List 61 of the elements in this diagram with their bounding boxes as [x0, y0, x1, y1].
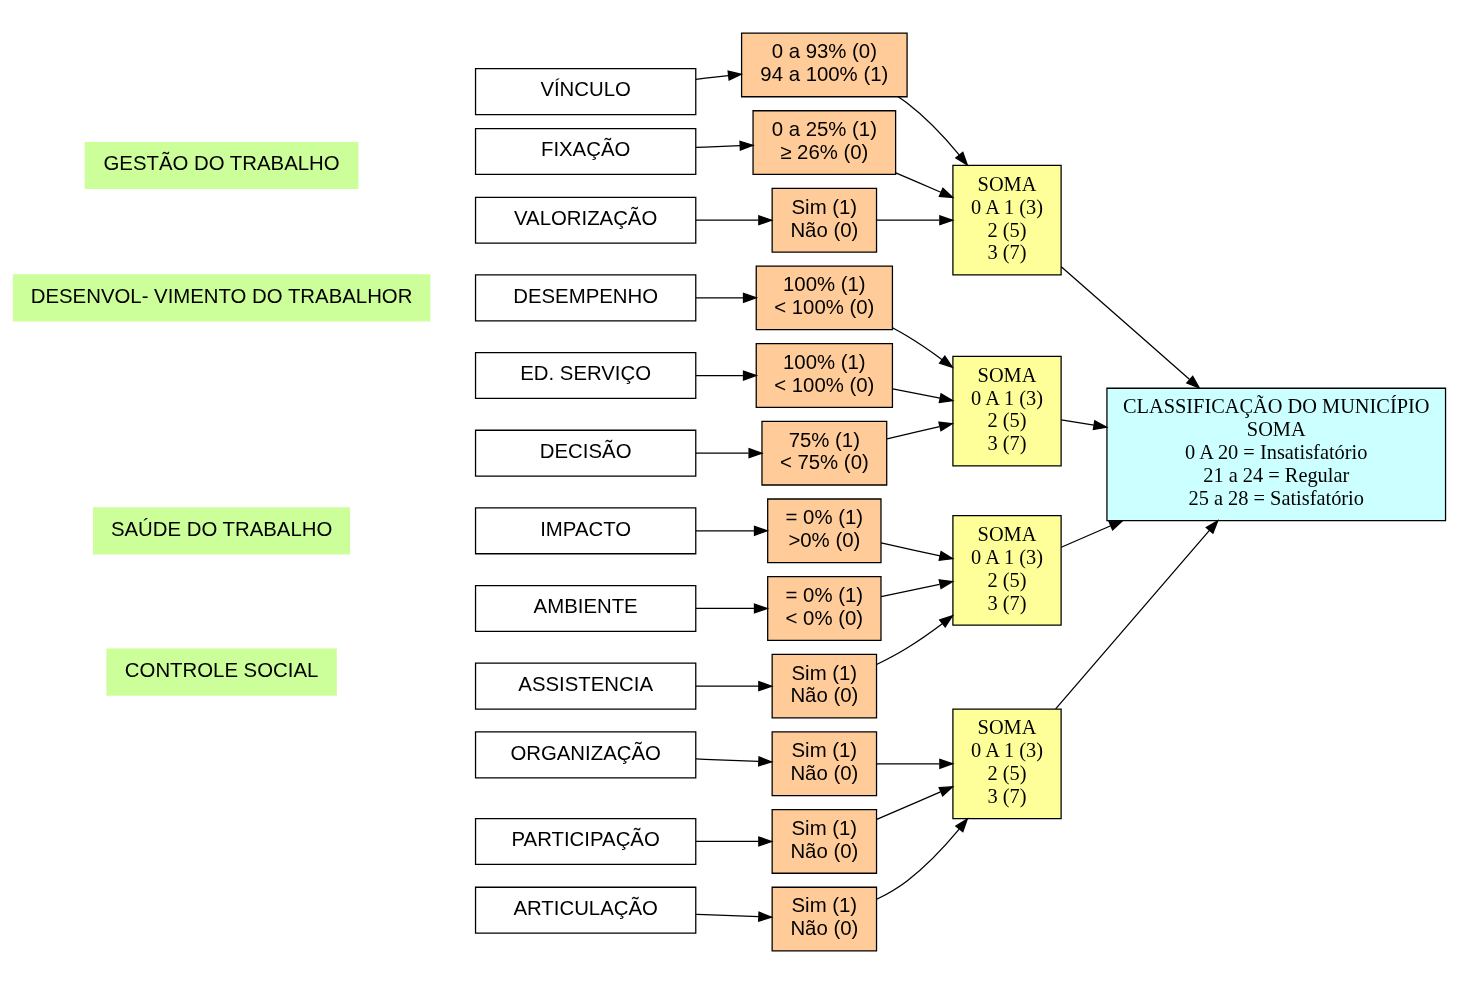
node-box: VÍNCULO: [474, 67, 697, 115]
arrow: [895, 171, 955, 198]
node-box: IMPACTO: [474, 506, 697, 554]
arrow: [876, 817, 969, 900]
node-box: ARTICULAÇÃO: [474, 886, 697, 934]
node-box: ORGANIZAÇÃO: [474, 730, 697, 778]
arrow: [1060, 265, 1201, 389]
node-box: PARTICIPAÇÃO: [474, 817, 697, 865]
node-box: AMBIENTE: [474, 584, 697, 632]
node-box: VALORIZAÇÃO: [474, 196, 697, 244]
arrow: [892, 387, 955, 403]
node-box: Sim (1) Não (0): [771, 886, 878, 952]
arrow: [695, 214, 774, 226]
arrow: [695, 680, 774, 691]
node-box: FIXAÇÃO: [474, 127, 697, 175]
arrow: [695, 910, 774, 922]
node-box: CLASSIFICAÇÃO DO MUNICÍPIO SOMA 0 A 20 = Insatisfatório 21 a 24 = Regular 25 a 28 = Satisfatório: [1106, 387, 1447, 521]
node-box: CONTROLE SOCIAL: [106, 648, 337, 696]
arrow: [695, 602, 770, 614]
node-box: DECISÃO: [474, 429, 697, 477]
arrow: [695, 755, 774, 767]
node-box: Sim (1) Não (0): [771, 187, 878, 253]
node-box: 0 a 93% (0) 94 a 100% (1): [740, 31, 908, 97]
arrow: [695, 369, 759, 381]
node-box: Sim (1) Não (0): [771, 653, 878, 719]
arrow: [897, 95, 969, 166]
arrow: [875, 614, 955, 665]
arrow: [695, 835, 774, 847]
arrow: [695, 292, 759, 303]
arrow: [695, 524, 770, 536]
arrow: [695, 139, 755, 151]
node-box: SOMA 0 A 1 (3) 2 (5) 3 (7): [952, 514, 1062, 626]
node-box: DESENVOL- VIMENTO DO TRABALHOR: [12, 273, 431, 321]
node-box: 100% (1) < 100% (0): [755, 342, 894, 408]
node-box: 75% (1) < 75% (0): [761, 420, 888, 486]
node-box: Sim (1) Não (0): [771, 730, 878, 796]
node-box: SOMA 0 A 1 (3) 2 (5) 3 (7): [952, 164, 1062, 276]
arrow: [695, 447, 764, 459]
node-box: = 0% (1) < 0% (0): [767, 575, 882, 641]
arrow: [880, 578, 955, 597]
arrow: [876, 757, 955, 769]
arrow: [880, 541, 955, 561]
arrow: [695, 69, 744, 81]
arrow: [876, 785, 955, 820]
node-box: ASSISTENCIA: [474, 662, 697, 710]
node-box: DESEMPENHO: [474, 273, 697, 321]
arrow: [891, 326, 954, 368]
node-box: ED. SERVIÇO: [474, 351, 697, 399]
node-box: 100% (1) < 100% (0): [755, 264, 894, 330]
node-box: = 0% (1) >0% (0): [767, 497, 882, 563]
arrow: [886, 420, 955, 439]
node-box: 0 a 25% (1) ≥ 26% (0): [752, 109, 897, 175]
node-box: GESTÃO DO TRABALHO: [84, 141, 359, 189]
arrow: [1060, 418, 1109, 430]
arrow: [876, 214, 955, 226]
arrow: [1060, 519, 1125, 548]
node-box: SOMA 0 A 1 (3) 2 (5) 3 (7): [952, 707, 1062, 819]
node-box: SOMA 0 A 1 (3) 2 (5) 3 (7): [952, 355, 1062, 467]
node-box: Sim (1) Não (0): [771, 808, 878, 874]
node-box: SAÚDE DO TRABALHO: [93, 506, 351, 554]
arrow: [1055, 518, 1220, 709]
